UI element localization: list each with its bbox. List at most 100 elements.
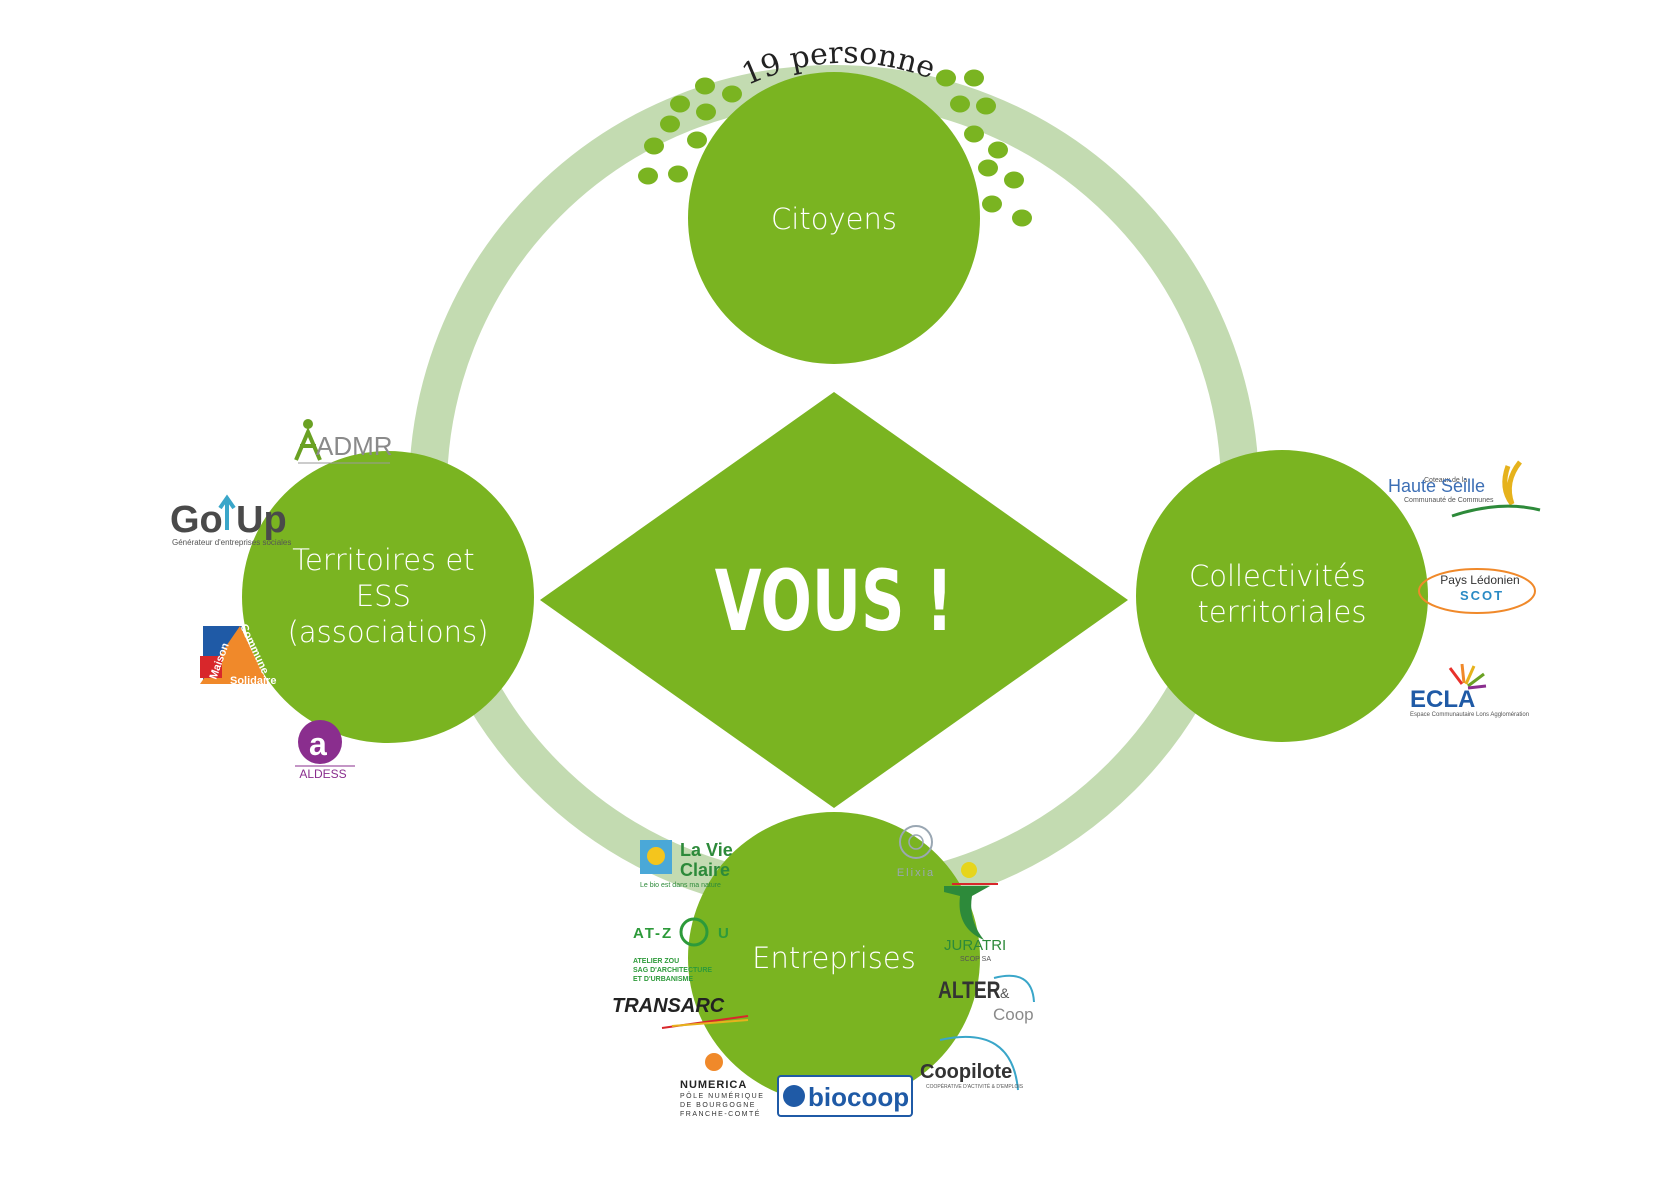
elixia-emblem-icon <box>899 825 933 859</box>
atzou-name2: U <box>718 925 729 942</box>
numerica-line3: FRANCHE-COMTÉ <box>680 1109 761 1118</box>
goup-up: Up <box>236 499 287 541</box>
logo-atzou: AT-Z U ATELIER ZOU SAG D'ARCHITECTURE ET… <box>633 917 729 983</box>
logo-haute-seille: Coteaux de la Haute Seille Communauté de… <box>1388 460 1541 518</box>
node-entreprises-label: Entreprises <box>752 941 916 975</box>
citizen-dot <box>660 115 680 133</box>
biocoop-frame <box>777 1075 913 1117</box>
ecla-rays-icon <box>1448 663 1487 690</box>
citizen-dot <box>638 167 658 185</box>
lavieclaire-line1: La Vie <box>680 840 733 860</box>
aldess-a-circle <box>298 720 342 764</box>
citizen-dot <box>982 195 1002 213</box>
node-citoyens <box>688 72 980 364</box>
juratri-t-icon <box>944 886 990 940</box>
citizen-dot <box>978 159 998 177</box>
citizen-dot <box>988 141 1008 159</box>
juratri-sub: SCOP SA <box>960 956 991 963</box>
scot-top: Pays Lédonien <box>1440 573 1519 587</box>
altercoop-amp: & <box>1000 985 1010 1001</box>
citizen-dot <box>696 103 716 121</box>
goup-go: Go <box>170 499 223 541</box>
aldess-name: ALDESS <box>299 767 346 781</box>
numerica-name: NUMERICA <box>680 1079 747 1091</box>
logo-biocoop: biocoop <box>777 1075 913 1117</box>
altercoop-arc-icon <box>993 974 1035 1003</box>
logo-la-vie-claire: La Vie Claire Le bio est dans ma nature <box>640 840 733 889</box>
logo-numerica: NUMERICA PÔLE NUMÉRIQUE DE BOURGOGNE FRA… <box>680 1053 764 1118</box>
node-collectivites-label: Collectivités territoriales <box>1189 559 1375 629</box>
numerica-dot-icon <box>705 1053 723 1071</box>
biocoop-name: biocoop <box>808 1082 909 1112</box>
admr-figure-body-icon <box>294 426 322 461</box>
aldess-a-icon: a <box>309 726 327 762</box>
transarc-stripe-yellow <box>671 1019 749 1027</box>
ecla-name: ECLA <box>1410 686 1475 713</box>
atzou-line3: ET D'URBANISME <box>633 976 693 983</box>
coopilote-name: Coopilote <box>920 1061 1012 1083</box>
numerica-line2: DE BOURGOGNE <box>680 1102 756 1109</box>
citizen-dot <box>936 69 956 87</box>
haute-seille-top: Coteaux de la <box>1424 477 1467 484</box>
citizen-dot <box>1004 171 1024 189</box>
node-citoyens-label: Citoyens <box>771 202 897 236</box>
citizen-dot <box>722 85 742 103</box>
citizen-dot <box>964 125 984 143</box>
biocoop-bulb-icon <box>783 1085 805 1107</box>
node-collectivites <box>1136 450 1428 742</box>
citizen-dot <box>1012 209 1032 227</box>
logo-coopilote: Coopilote COOPÉRATIVE D'ACTIVITÉ & D'EMP… <box>920 1035 1024 1091</box>
ecla-sub: Espace Communautaire Lons Agglomération <box>1410 712 1529 718</box>
juratri-name: JURATRI <box>944 937 1006 954</box>
logo-ecla: ECLA Espace Communautaire Lons Aggloméra… <box>1410 663 1529 718</box>
node-territoires <box>242 451 534 743</box>
haute-seille-name: Haute Seille <box>1388 476 1485 496</box>
transarc-name: TRANSARC <box>612 995 725 1017</box>
elixia-emblem-inner <box>908 834 924 850</box>
logo-juratri: JURATRI SCOP SA <box>944 862 1006 963</box>
citizen-dot <box>976 97 996 115</box>
haute-seille-swoosh-icon <box>1451 504 1541 518</box>
logo-transarc: TRANSARC <box>612 995 749 1029</box>
citizen-dots <box>638 69 1032 227</box>
citizen-dot <box>668 165 688 183</box>
scot-ring <box>1418 568 1536 614</box>
maison-line3: Solidaire <box>230 675 276 687</box>
scot-name: SCOT <box>1460 588 1504 603</box>
coopilote-sub: COOPÉRATIVE D'ACTIVITÉ & D'EMPLOIS <box>926 1083 1024 1090</box>
logo-goup: Go Up Générateur d'entreprises sociales <box>170 494 291 547</box>
citizen-dot <box>695 77 715 95</box>
center-label: VOUS ! <box>715 553 953 651</box>
atzou-line1: ATELIER ZOU <box>633 958 679 965</box>
goup-arrow-icon <box>218 494 236 530</box>
lavieclaire-line2: Claire <box>680 860 730 880</box>
atzou-name: AT-Z <box>633 925 673 942</box>
logo-elixia: Elixia <box>897 825 935 879</box>
logo-alter-coop: ALTER & Coop <box>938 974 1035 1024</box>
logo-aldess: a ALDESS <box>295 720 355 781</box>
lavieclaire-sun-disc <box>647 847 665 865</box>
citizen-dot <box>670 95 690 113</box>
center-diamond <box>540 392 1128 808</box>
citizen-dot <box>964 69 984 87</box>
juratri-sun-icon <box>961 862 977 878</box>
citizen-dot <box>644 137 664 155</box>
haute-seille-swirl-icon <box>1502 460 1522 506</box>
node-territoires-label: Territoires et ESS (associations) <box>288 543 489 649</box>
elixia-name: Elixia <box>897 867 935 879</box>
altercoop-name: ALTER <box>938 976 1001 1004</box>
lavieclaire-tagline: Le bio est dans ma nature <box>640 882 721 889</box>
atzou-circle-icon <box>679 917 709 947</box>
logo-admr: ADMR <box>294 419 393 464</box>
altercoop-coop: Coop <box>993 1005 1034 1024</box>
goup-tagline: Générateur d'entreprises sociales <box>172 538 291 547</box>
admr-figure-icon <box>303 419 313 429</box>
numerica-line1: PÔLE NUMÉRIQUE <box>680 1091 764 1100</box>
node-entreprises <box>688 812 980 1104</box>
maison-red-block <box>200 656 222 678</box>
citizen-dot <box>687 131 707 149</box>
atzou-line2: SAG D'ARCHITECTURE <box>633 967 712 974</box>
admr-name: ADMR <box>316 431 393 461</box>
